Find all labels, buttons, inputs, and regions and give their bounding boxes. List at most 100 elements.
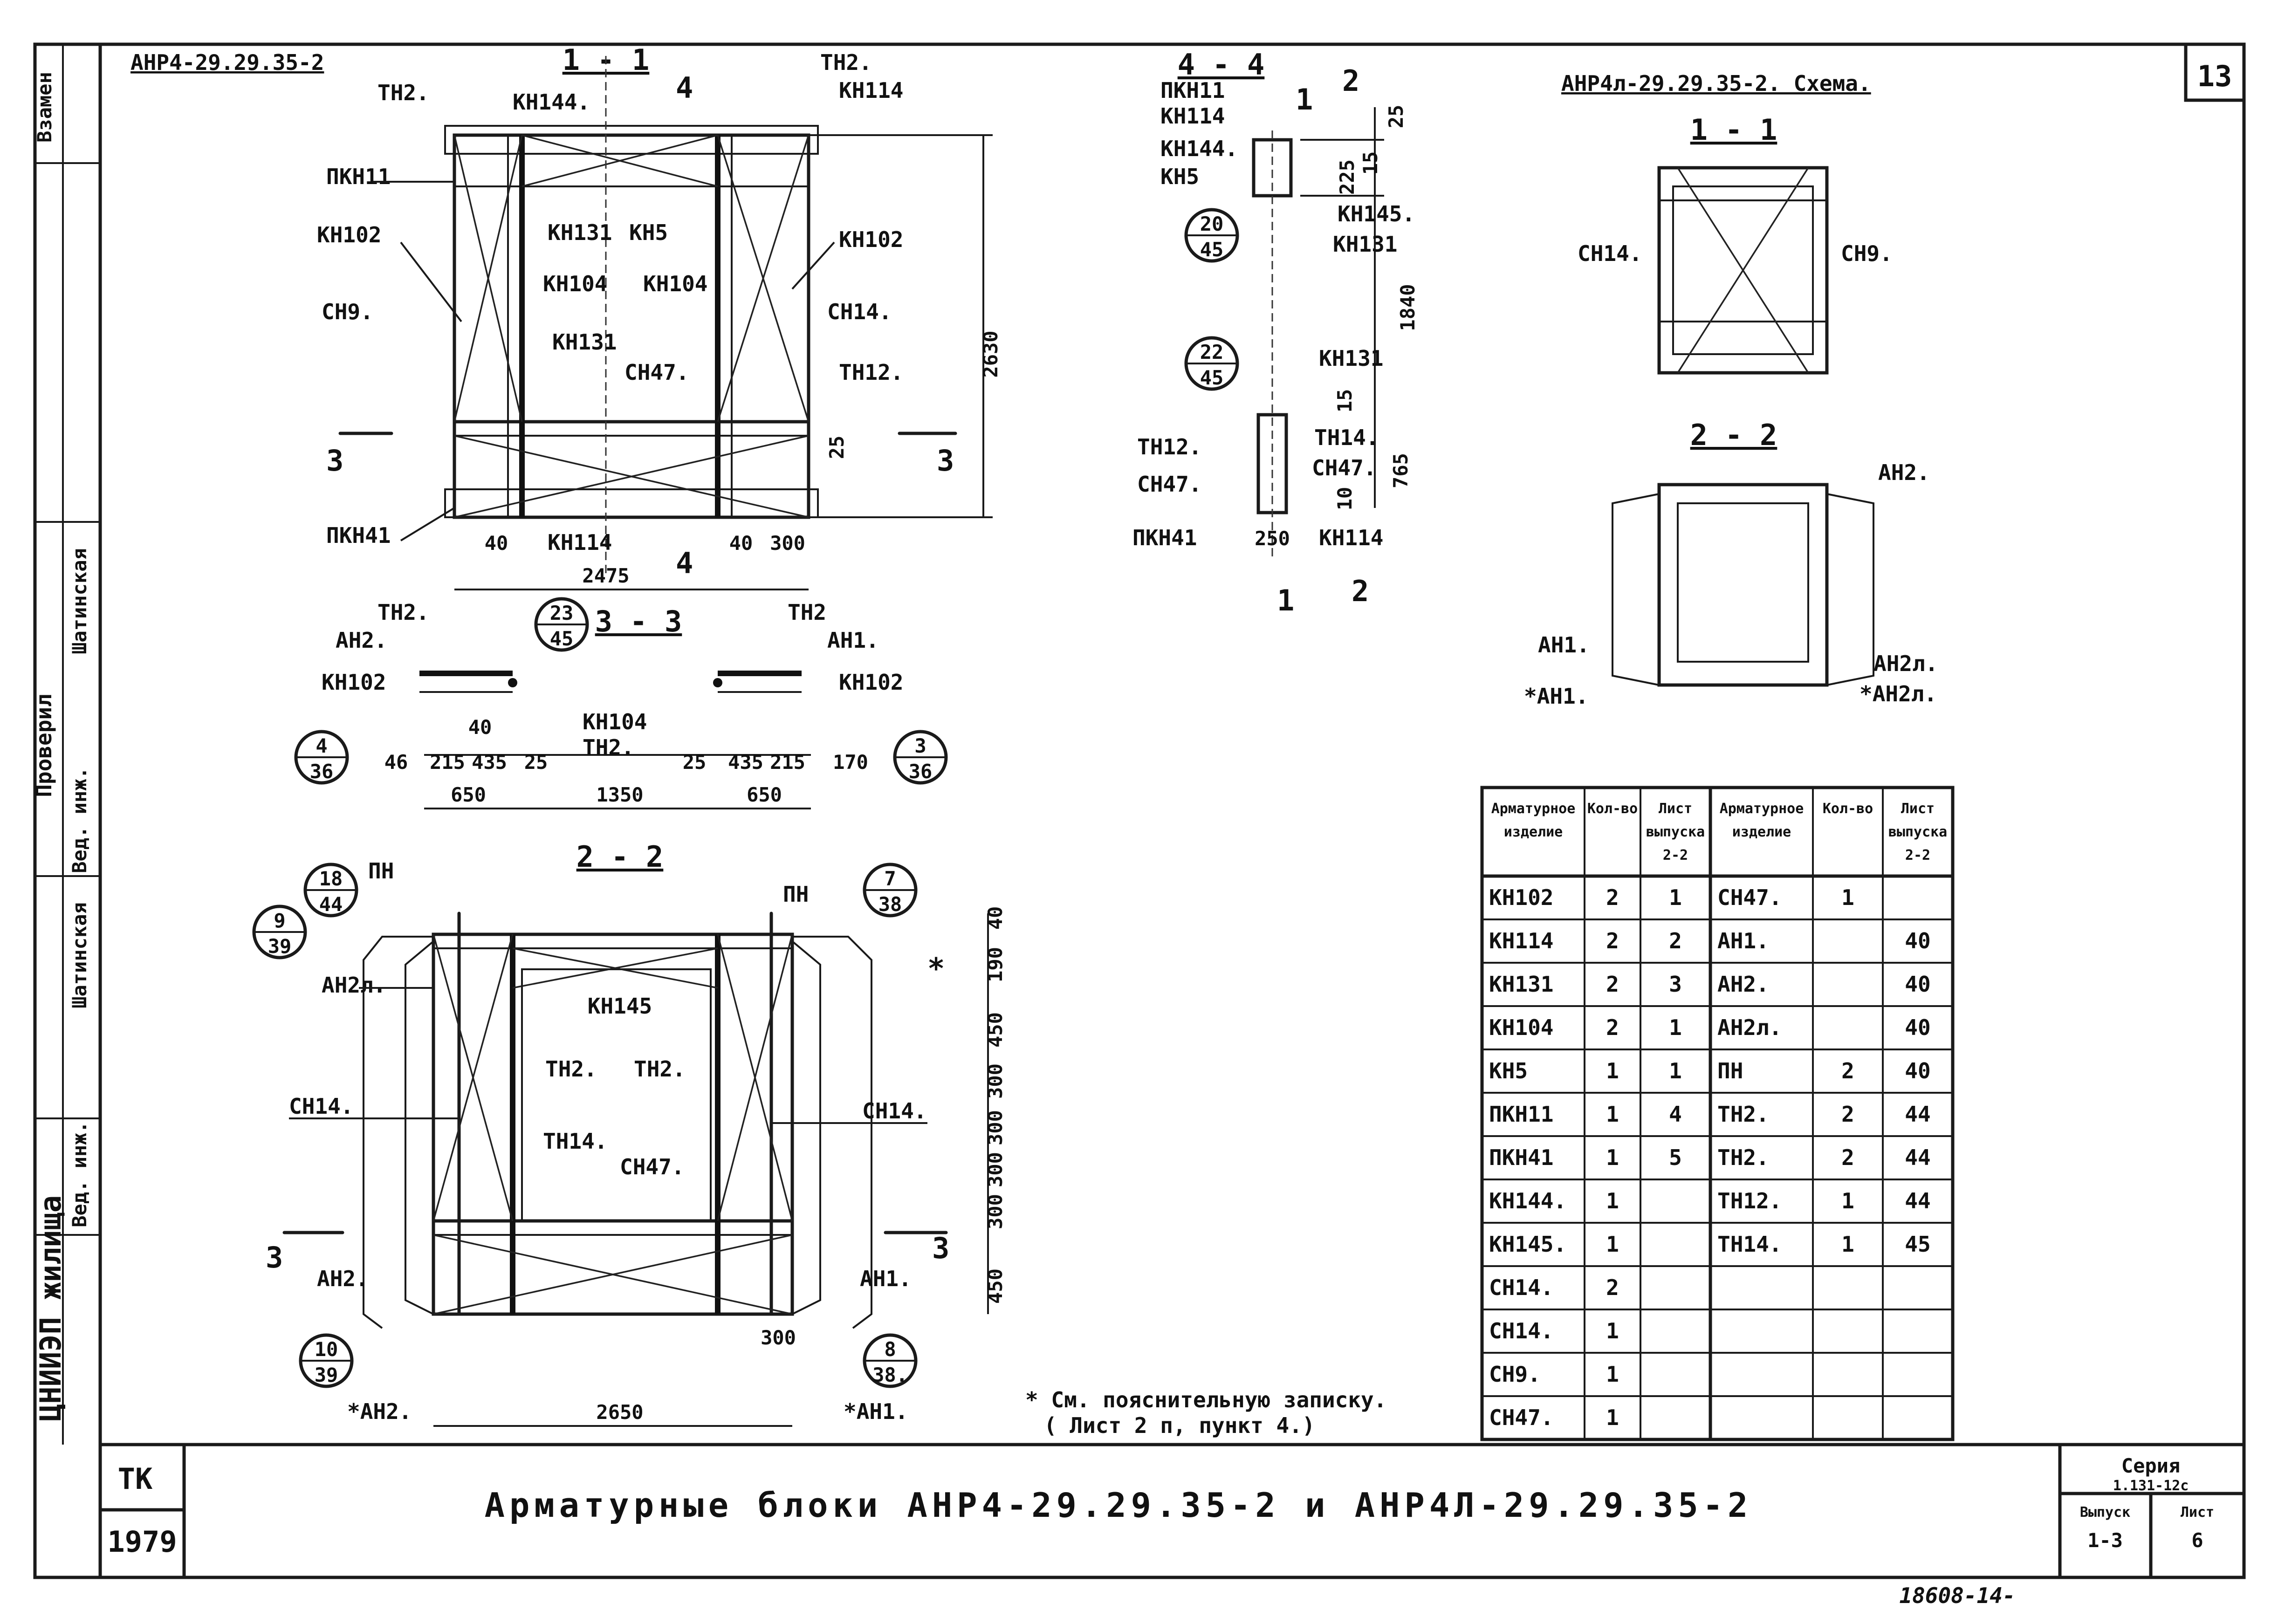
sheet-frame	[33, 42, 2246, 1579]
label-kn102-right: КН102	[839, 227, 903, 252]
cut-4-top: 4	[676, 71, 693, 105]
dim-250: 250	[1255, 527, 1290, 550]
label-sn14-left: СН14.	[289, 1094, 353, 1119]
bubble-3-bot: 36	[909, 760, 933, 783]
table-cell: ТН12.	[1717, 1188, 1782, 1213]
label-kn145: КН145.	[1338, 201, 1415, 226]
cut-3-left: 3	[266, 1240, 283, 1275]
label-an1: АН1.	[860, 1266, 912, 1291]
dim-300-a: 300	[984, 1063, 1007, 1099]
table-header: изделие	[1732, 824, 1791, 840]
bubble-23-bot: 45	[550, 627, 574, 650]
scheme-section-2-2: 2 - 2	[1690, 418, 1777, 452]
bubble-22-bot: 45	[1200, 366, 1224, 389]
label-kn131-b: КН131	[1319, 346, 1383, 371]
dim-300-e: 300	[761, 1326, 796, 1349]
dim-450-a: 450	[984, 1012, 1007, 1048]
stamp-shatinskaya-1: Шатинская	[68, 548, 91, 654]
stamp-shatinskaya-2: Шатинская	[68, 902, 91, 1008]
bubble-10-top: 10	[315, 1338, 338, 1361]
label-sn47-right: СН47.	[1312, 455, 1376, 480]
dim-650-b: 650	[747, 783, 782, 806]
year: 1979	[107, 1525, 177, 1559]
table-cell: 2	[1606, 885, 1619, 910]
dim-40: 40	[468, 716, 492, 739]
label-kn144: КН144.	[513, 89, 590, 115]
table-header: изделие	[1504, 824, 1563, 840]
table-cell: КН5	[1489, 1058, 1528, 1083]
stamp-ved-inzh-1: Вед. инж.	[68, 767, 91, 873]
label-an2l: АН2л.	[322, 973, 386, 998]
bubble-7-bot: 38	[878, 893, 902, 916]
label-kn131-a: КН131	[1333, 232, 1397, 257]
label-kn104-left: КН104	[543, 271, 607, 296]
cut-1-top: 1	[1296, 82, 1313, 116]
dim-300-d: 300	[984, 1194, 1007, 1229]
main-title: Арматурные блоки АНР4-29.29.35-2 и АНР4Л…	[485, 1486, 1753, 1525]
bubble-23-top: 23	[550, 602, 574, 624]
table-header: 2-2	[1905, 847, 1930, 863]
table-cell: 44	[1905, 1188, 1930, 1213]
cut-2-top: 2	[1342, 64, 1359, 98]
sheet-number: 13	[2197, 59, 2232, 93]
dim-height-2630: 2630	[979, 330, 1002, 377]
table-cell: 2	[1841, 1145, 1854, 1170]
table-header: 2-2	[1663, 847, 1688, 863]
dim-25: 25	[1385, 105, 1407, 129]
label-th2-a: ТН2.	[377, 600, 429, 625]
bubble-9-bot: 39	[268, 935, 292, 958]
table-cell: СН9.	[1489, 1362, 1541, 1387]
label-an2: АН2.	[317, 1266, 369, 1291]
table-cell: КН145.	[1489, 1232, 1566, 1257]
bubble-8-bot: 38.	[872, 1364, 908, 1386]
table-frame	[1480, 786, 1955, 1441]
view-1-1: АНР4-29.29.35-2 1 - 1 2630 25 2475 40 40…	[130, 43, 1002, 590]
bubble-18-top: 18	[319, 867, 343, 890]
dim-190: 190	[984, 947, 1007, 982]
label-th14: ТН14.	[543, 1129, 607, 1154]
dim-10: 10	[1333, 487, 1356, 511]
label-th2-b: ТН2	[788, 600, 826, 625]
series-value: 1.131-12с	[2113, 1478, 2189, 1494]
dim-40: 40	[984, 906, 1007, 930]
table-header: Арматурное	[1720, 801, 1804, 817]
label-kn144: КН144.	[1160, 136, 1238, 161]
table-cell: ПН	[1717, 1058, 1743, 1083]
table-cell: 2	[1606, 1275, 1619, 1300]
label-kn5: КН5	[1160, 164, 1199, 189]
issue-label: Выпуск	[2080, 1504, 2130, 1521]
table-cell: СН14.	[1489, 1275, 1553, 1300]
series-label: Серия	[2121, 1454, 2180, 1477]
scheme-an2l: АН2л.	[1873, 651, 1938, 676]
dim-1840: 1840	[1396, 284, 1419, 331]
label-th12: ТН12.	[1137, 434, 1201, 459]
label-kn114: КН114	[839, 78, 903, 103]
dim-170: 170	[833, 751, 868, 774]
scheme-sn9: СН9.	[1841, 241, 1893, 266]
table-header: выпуска	[1888, 824, 1947, 840]
cut-3-right: 3	[937, 444, 954, 478]
table-header: Лист	[1659, 801, 1692, 817]
bubble-4-top: 4	[316, 734, 327, 757]
label-pkn41: ПКН41	[1132, 525, 1197, 550]
label-kn131-top: КН131	[548, 220, 612, 245]
table-cell: ТН2.	[1717, 1145, 1769, 1170]
table-cell: 1	[1606, 1362, 1619, 1387]
view-4-4: 4 - 4 2 1 1 2 25 225 15 1840 15 765 10 2…	[1132, 48, 1419, 617]
cut-1-bottom: 1	[1277, 583, 1294, 617]
label-sn14-right: СН14.	[862, 1098, 926, 1124]
issue-value: 1-3	[2087, 1529, 2123, 1552]
label-th2-a: ТН2.	[545, 1056, 597, 1082]
label-pn-left: ПН	[368, 858, 394, 884]
table-cell: ПКН41	[1489, 1145, 1553, 1170]
label-pkn11: ПКН11	[1160, 78, 1225, 103]
sheet-label: Лист	[2181, 1504, 2214, 1521]
table-cell: 1	[1669, 1015, 1682, 1040]
dim-215-b: 215	[770, 751, 805, 774]
table-cell: 44	[1905, 1102, 1930, 1127]
dim-650-a: 650	[451, 783, 486, 806]
table-cell: КН104	[1489, 1015, 1553, 1040]
label-sn9: СН9.	[322, 299, 373, 324]
cut-3-left: 3	[326, 444, 343, 478]
